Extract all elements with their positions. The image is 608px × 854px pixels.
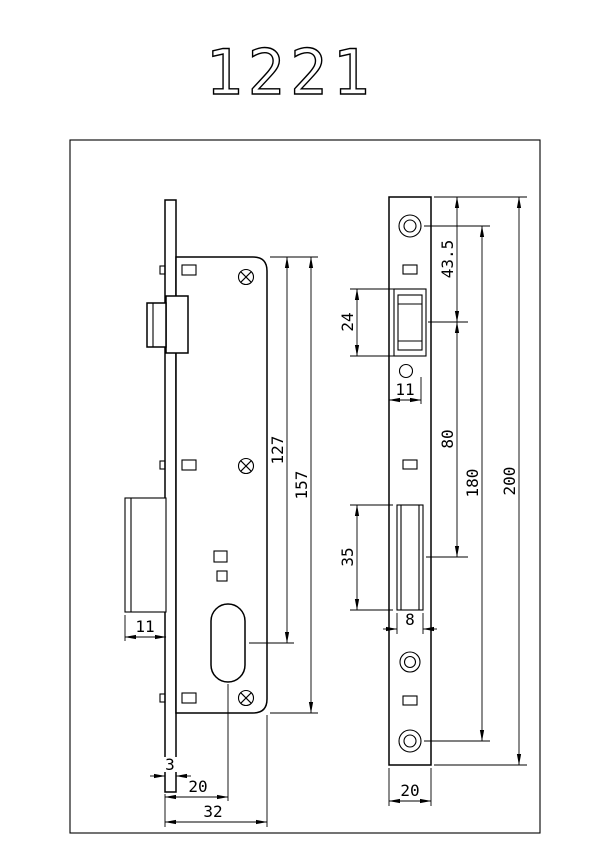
latch-bolt-front [397, 294, 423, 351]
dim-label-11-front: 11 [395, 380, 414, 399]
latch-bolt [146, 302, 167, 348]
dim-label-8: 8 [405, 610, 415, 629]
screw-head-middle [237, 457, 255, 475]
screw-hole-bottom [398, 729, 422, 753]
drawing-border [69, 139, 541, 834]
front-view-dimensions: 24 11 35 8 43.5 80 180 200 [338, 196, 527, 806]
cylinder-screw-hole [398, 363, 414, 379]
latch-body [165, 295, 189, 354]
dim-label-200: 200 [500, 467, 519, 496]
faceplate-front [388, 196, 432, 766]
dim-label-20-front: 20 [400, 781, 419, 800]
front-view [388, 196, 432, 766]
latch-cutout [393, 288, 427, 357]
dim-label-80: 80 [438, 429, 457, 448]
screw-head-bottom [237, 689, 255, 707]
case-detail-blocks [213, 550, 228, 582]
screw-hole-middle [399, 651, 421, 673]
dim-label-157: 157 [292, 471, 311, 500]
screw-head-top [237, 268, 255, 286]
side-view [124, 199, 268, 793]
dim-label-24: 24 [338, 312, 357, 331]
dim-label-3: 3 [165, 755, 175, 774]
deadbolt [124, 497, 167, 613]
dim-label-11-side: 11 [135, 617, 154, 636]
faceplate-tabs [159, 265, 166, 703]
dim-label-43-5: 43.5 [438, 240, 457, 279]
dim-label-32: 32 [203, 802, 222, 821]
screw-hole-top [398, 214, 422, 238]
drawing-number: 1221 [205, 36, 374, 109]
lock-case [175, 256, 268, 714]
faceplate-edge [164, 199, 177, 793]
plate-slot-middle [402, 459, 418, 470]
cylinder-hole [210, 603, 246, 683]
dim-label-127: 127 [268, 436, 287, 465]
plate-slot-top [402, 264, 418, 275]
dim-label-180: 180 [463, 469, 482, 498]
dim-label-35: 35 [338, 547, 357, 566]
case-slots [181, 264, 197, 704]
side-view-dimensions: 127 157 11 3 20 32 [124, 256, 318, 827]
dim-label-20-side: 20 [188, 777, 207, 796]
plate-slot-bottom [402, 695, 418, 706]
